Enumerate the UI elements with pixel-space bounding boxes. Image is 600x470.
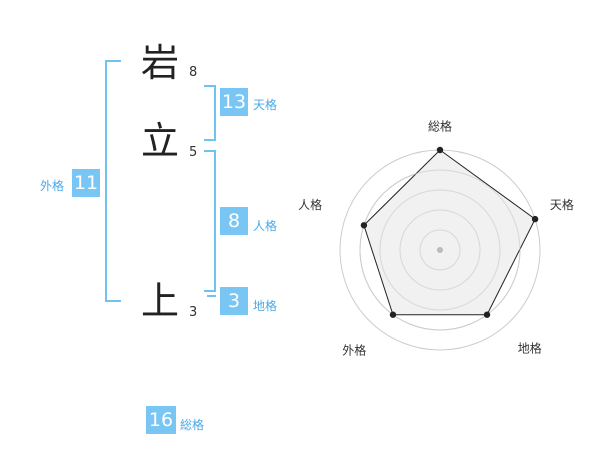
chikaku-label: 地格 <box>253 299 278 313</box>
jinkaku-label: 人格 <box>253 219 278 233</box>
name-char-2: 立 <box>141 119 180 163</box>
radar-ring-inner <box>379 189 501 311</box>
chikaku-value-badge: 3 <box>220 287 248 315</box>
chikaku-bracket <box>207 295 216 297</box>
name-char-3: 上 <box>141 279 180 323</box>
tenkaku-bracket <box>204 85 216 141</box>
jinkaku-value-badge: 8 <box>220 207 248 235</box>
radar-ring-inner <box>419 229 461 271</box>
radar-axis-label-1: 総格 <box>428 119 452 134</box>
radar-point-3 <box>483 311 491 318</box>
radar-ring-inner <box>359 169 521 331</box>
jinkaku-bracket <box>204 150 216 292</box>
radar-point-5 <box>360 222 368 229</box>
radar-center <box>437 247 443 253</box>
stroke-count-3: 3 <box>189 305 198 320</box>
gaikaku-label: 外格 <box>40 179 65 193</box>
radar-axis-label-3: 地格 <box>518 340 542 355</box>
radar-point-2 <box>531 215 539 223</box>
radar-axis-label-5: 人格 <box>298 197 322 212</box>
soukaku-label: 総格 <box>180 418 205 432</box>
gaikaku-value-badge: 11 <box>72 169 100 197</box>
radar-axis-label-2: 天格 <box>550 197 574 212</box>
radar-point-4 <box>389 311 397 318</box>
stroke-count-2: 5 <box>189 145 198 160</box>
radar-axis-label-4: 外格 <box>342 342 366 357</box>
soukaku-value-badge: 16 <box>146 406 176 434</box>
tenkaku-value-badge: 13 <box>220 88 248 116</box>
stroke-count-1: 8 <box>189 65 198 80</box>
radar-ring-inner <box>399 209 481 291</box>
gaikaku-bracket <box>105 60 121 302</box>
tenkaku-label: 天格 <box>253 98 278 112</box>
radar-point-1 <box>436 146 444 154</box>
name-char-1: 岩 <box>141 41 180 85</box>
